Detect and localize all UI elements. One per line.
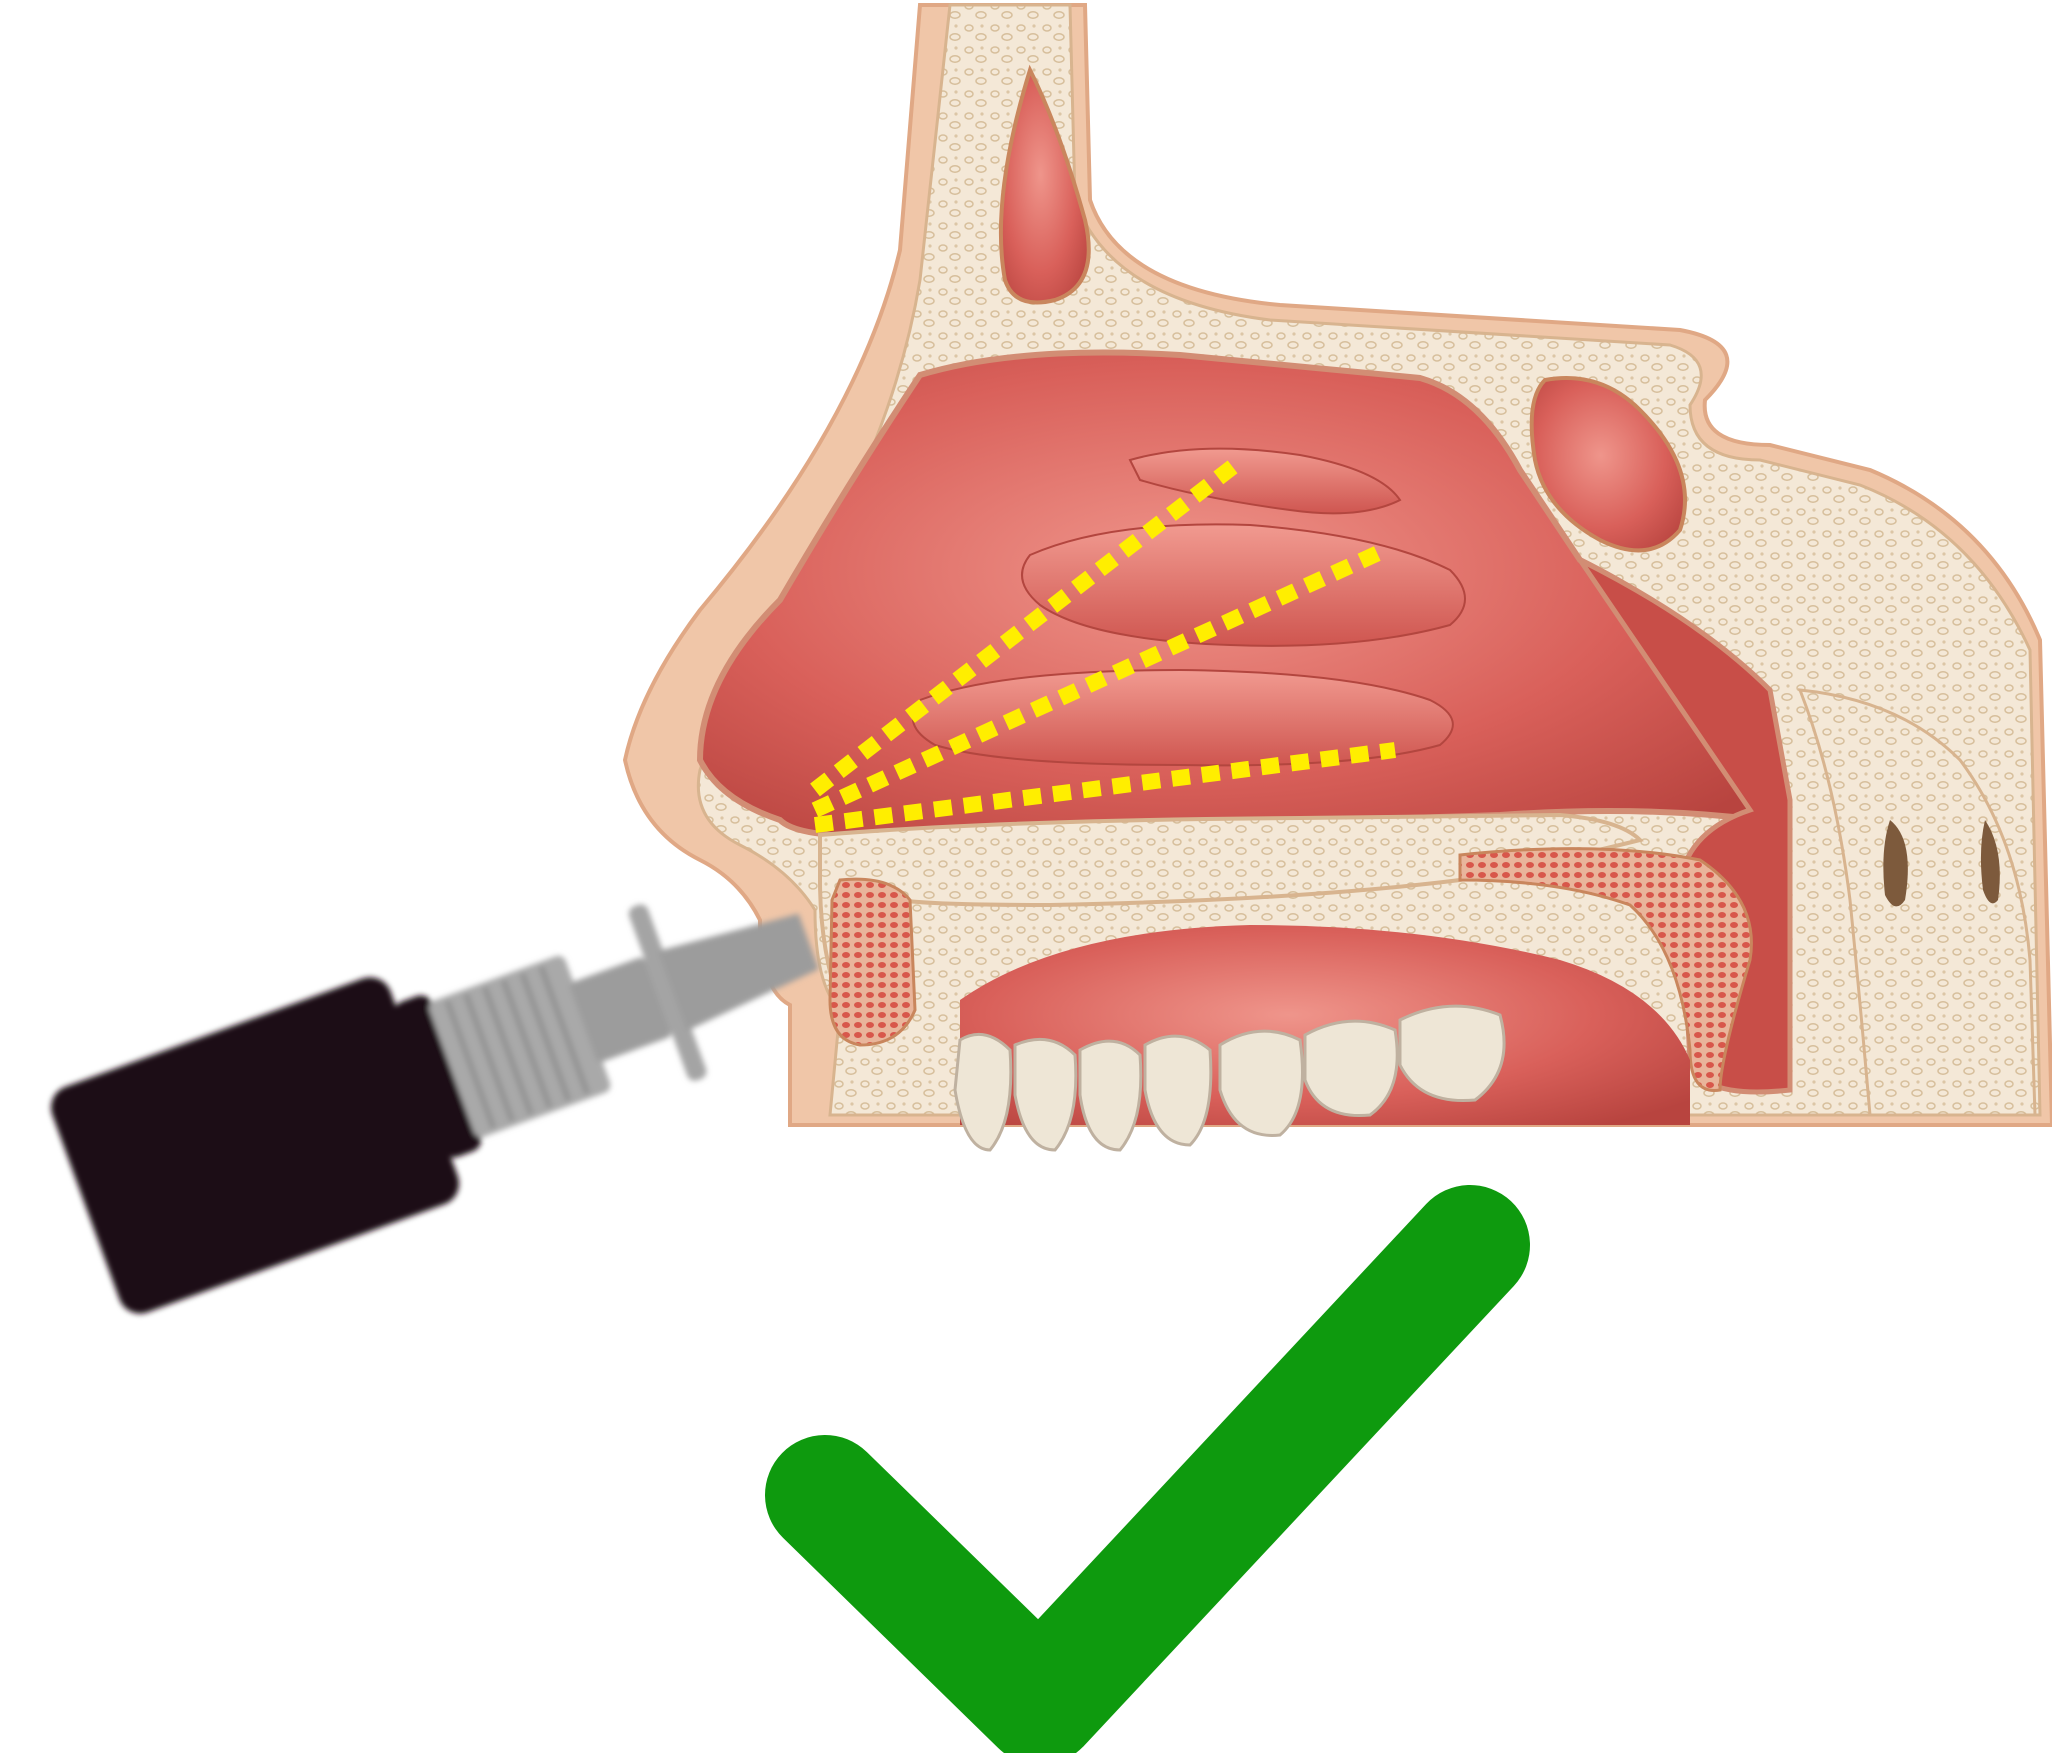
nasal-spray-bottle-icon [45, 831, 851, 1320]
checkmark-icon [825, 1245, 1470, 1705]
upper-lip [830, 879, 915, 1045]
inferior-turbinate [913, 670, 1453, 765]
